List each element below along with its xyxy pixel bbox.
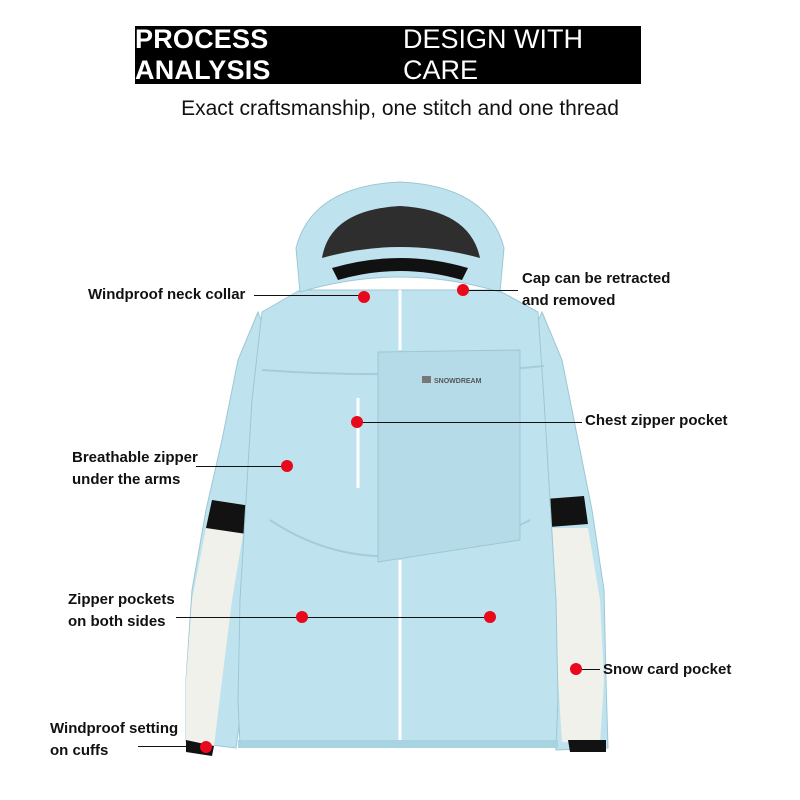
cap-marker xyxy=(457,284,469,296)
collar-inner xyxy=(332,258,468,280)
label-snow-card: Snow card pocket xyxy=(603,661,732,678)
right-cuff-band xyxy=(568,740,606,752)
label-neck-collar: Windproof neck collar xyxy=(88,286,246,303)
snowcard-leader xyxy=(576,669,600,670)
title-light: DESIGN WITH CARE xyxy=(403,24,584,85)
brand-logo xyxy=(422,376,431,383)
label-chest-pocket: Chest zipper pocket xyxy=(585,412,728,429)
label-arms-line2: under the arms xyxy=(72,471,181,488)
title-bold: PROCESS ANALYSIS xyxy=(135,24,271,85)
label-pockets-line1: Zipper pockets xyxy=(68,591,175,608)
label-pockets-line2: on both sides xyxy=(68,613,166,630)
label-cuffs-line2: on cuffs xyxy=(50,742,109,759)
title-banner: PROCESS ANALYSIS DESIGN WITH CARE xyxy=(135,24,641,85)
snow-card-marker xyxy=(570,663,582,675)
arms-leader xyxy=(196,466,286,467)
chest-leader xyxy=(358,422,582,423)
right-pocket-marker xyxy=(484,611,496,623)
label-cap-line1: Cap can be retracted xyxy=(522,270,671,287)
subtitle: Exact craftsmanship, one stitch and one … xyxy=(181,97,619,120)
underarm-zipper-marker xyxy=(281,460,293,472)
cuff-marker xyxy=(200,741,212,753)
cap-leader xyxy=(464,290,518,291)
brand-mark: SNOWDREAM xyxy=(434,378,482,385)
label-cap-line2: and removed xyxy=(522,292,616,309)
cuffs-leader xyxy=(138,746,206,747)
hem xyxy=(238,740,558,748)
neck-collar-marker xyxy=(358,291,370,303)
chest-panel xyxy=(377,349,521,563)
left-pocket-marker xyxy=(296,611,308,623)
label-arms-line1: Breathable zipper xyxy=(72,449,198,466)
left-sleeve-white-panel xyxy=(186,528,244,746)
chest-pocket-marker xyxy=(351,416,363,428)
neck-leader xyxy=(254,295,362,296)
label-cuffs-line1: Windproof setting xyxy=(50,720,179,737)
pockets-leader xyxy=(176,617,490,618)
hood-lining xyxy=(322,206,480,258)
